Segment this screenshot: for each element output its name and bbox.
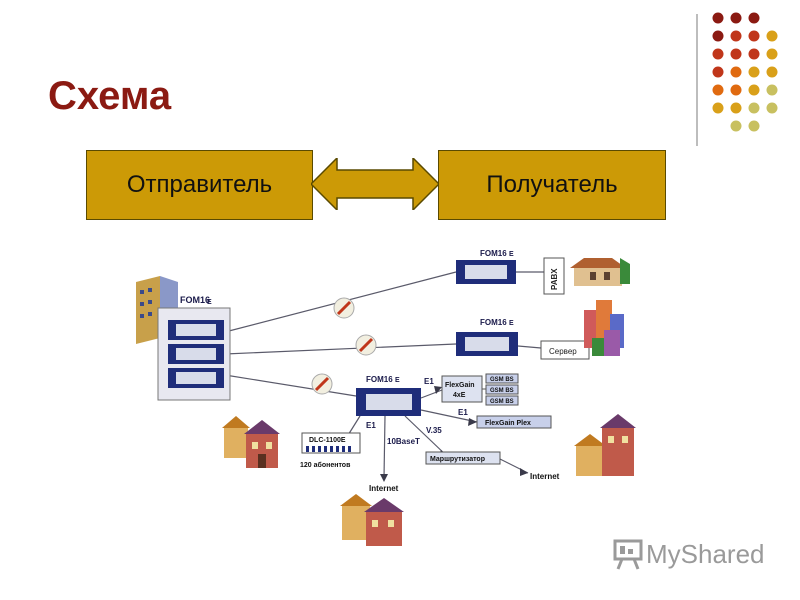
double-arrow-icon [311, 158, 439, 210]
houses-icon [222, 416, 280, 468]
pabx-label: PABX [550, 268, 559, 290]
decorative-dot [712, 48, 724, 60]
fom-left-label: FOM16 [180, 295, 210, 305]
fom-top-label: FOM16 [480, 249, 507, 258]
decorative-dot [766, 102, 778, 114]
decorative-dot [748, 84, 760, 96]
decorative-dot [748, 102, 760, 114]
gsm-box [485, 373, 519, 384]
flexgain-4xe-sub: 4xE [453, 392, 466, 399]
fom-rack-unit-icon [168, 344, 224, 364]
decorative-dot [748, 12, 760, 24]
decorative-dot [748, 120, 760, 132]
fom-rack-unit-icon [168, 368, 224, 388]
fom-bottom-label: FOM16 [366, 375, 393, 384]
link-flexgain [420, 389, 443, 399]
dlc-device-icon [301, 432, 361, 454]
link-internet [383, 415, 386, 479]
gsm-box [485, 384, 519, 395]
decorative-dot [712, 66, 724, 78]
decorative-dot [730, 84, 742, 96]
internet-right-label: Internet [530, 472, 560, 481]
decorative-dot [748, 66, 760, 78]
gsm-box [485, 395, 519, 406]
gsm-label: GSM BS [490, 377, 514, 383]
decorative-dot [730, 48, 742, 60]
server-label: Сервер [549, 347, 577, 356]
router-label: Маршрутизатор [430, 456, 485, 463]
e1-top-label: E1 [424, 377, 434, 386]
fom-left-suffix: E [207, 299, 212, 306]
flexgain-plex-label: FlexGain Plex [485, 420, 531, 427]
fom-bottom-suffix: E [395, 377, 400, 384]
presentation-board-icon [613, 539, 643, 570]
decorative-dot [712, 102, 724, 114]
city-buildings-icon [584, 300, 624, 356]
fiber-coupler-icon [333, 297, 355, 319]
10baset-label: 10BaseT [387, 437, 420, 446]
gsm-label: GSM BS [490, 388, 514, 394]
fom-device-icon [456, 332, 518, 356]
gsm-label: GSM BS [490, 399, 514, 405]
houses-icon [574, 414, 636, 476]
link-bottom [224, 374, 357, 397]
link-router [404, 415, 449, 458]
decorative-dot [730, 30, 742, 42]
decorative-dot [766, 30, 778, 42]
fom-rack-unit-icon [168, 320, 224, 340]
link-middle [224, 343, 457, 355]
houses-icon [340, 494, 404, 546]
watermark: MyShared [612, 537, 765, 571]
decorative-dot [712, 84, 724, 96]
divider-line [696, 14, 698, 146]
router-box [425, 451, 501, 465]
slide-title: Схема [48, 74, 172, 118]
e1-right-label: E1 [458, 408, 468, 417]
sender-label: Отправитель [126, 171, 273, 198]
decorative-dot [712, 12, 724, 24]
flexgain-4xe-box [441, 375, 483, 403]
decorative-dots [712, 12, 778, 132]
v35-label: V.35 [426, 426, 442, 435]
fom-mid-suffix: E [509, 320, 514, 327]
fom-device-icon [456, 260, 516, 284]
decorative-dot [766, 66, 778, 78]
fiber-coupler-icon [311, 373, 333, 395]
decorative-dot [730, 66, 742, 78]
fom-top-suffix: E [509, 251, 514, 258]
decorative-dot [712, 30, 724, 42]
decorative-dot [766, 48, 778, 60]
watermark-my: My [646, 538, 681, 569]
fom-device-icon [356, 388, 421, 416]
decorative-dot [766, 84, 778, 96]
fom-mid-label: FOM16 [480, 318, 507, 327]
subscribers-label: 120 абонентов [300, 461, 351, 469]
watermark-shared: Shared [680, 538, 765, 569]
decorative-dot [730, 120, 742, 132]
flexgain-4xe-label: FlexGain [445, 382, 475, 389]
internet-bottom-label: Internet [369, 484, 399, 493]
sender-box: Отправитель [86, 150, 313, 220]
dlc-label: DLC-1100E [309, 437, 346, 444]
decorative-dot [748, 30, 760, 42]
decorative-dot [730, 102, 742, 114]
receiver-label: Получатель [486, 171, 618, 198]
receiver-box: Получатель [438, 150, 666, 220]
decorative-dot [730, 12, 742, 24]
house-icon [570, 258, 630, 286]
flexgain-plex-box [476, 415, 552, 429]
fiber-coupler-icon [355, 334, 377, 356]
e1-bottom-label: E1 [366, 421, 376, 430]
link-plex [420, 409, 478, 423]
decorative-dot [748, 48, 760, 60]
